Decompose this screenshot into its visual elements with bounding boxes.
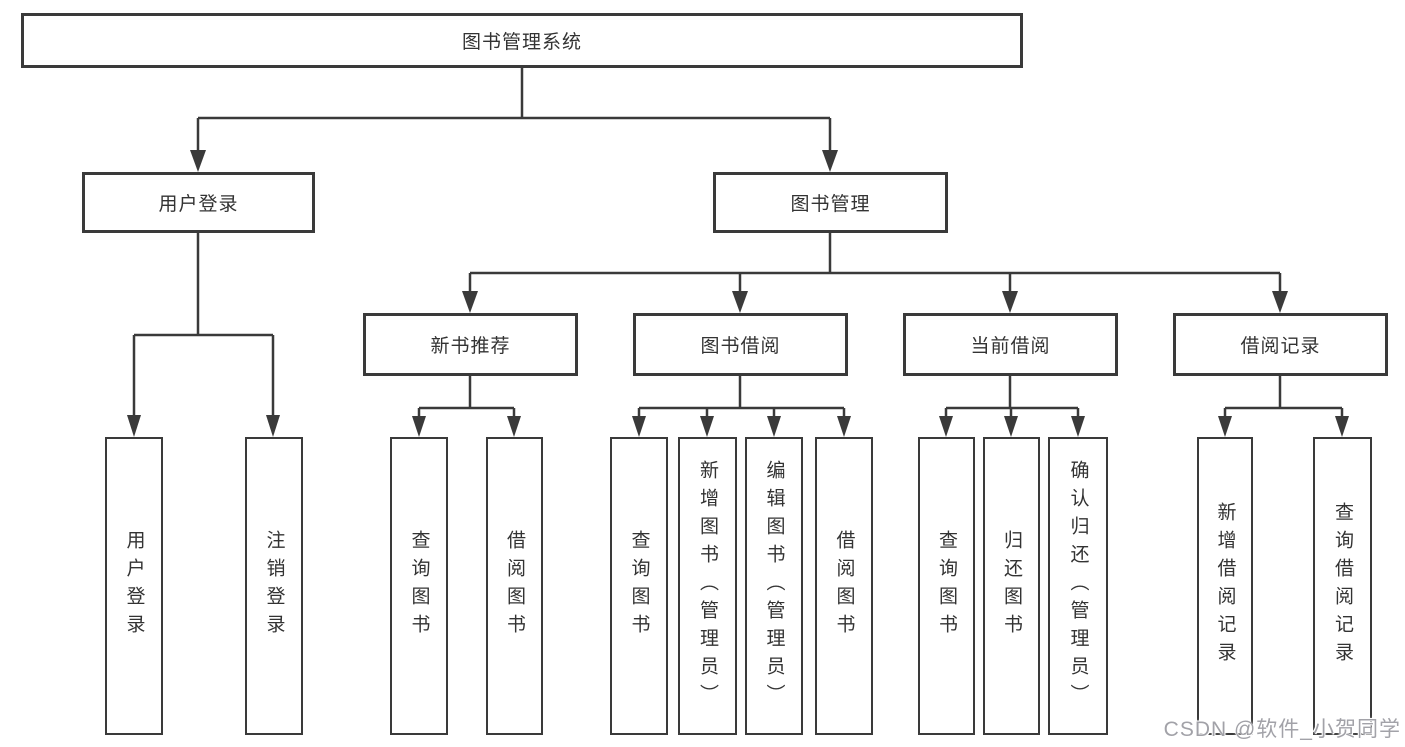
leaf-cur-query-books: 查询图书 — [918, 437, 975, 735]
leaf-rec-query-record-label: 查询借阅记录 — [1332, 502, 1353, 670]
leaf-logout-label: 注销登录 — [263, 530, 285, 642]
leaf-bw-add-books-admin-label: 新增图书（管理员） — [697, 460, 718, 712]
leaf-bw-edit-books-admin-label: 编辑图书（管理员） — [763, 460, 785, 712]
connector-borrow — [637, 376, 846, 419]
leaf-cur-confirm-return-admin: 确认归还（管理员） — [1048, 437, 1108, 735]
csdn-watermark: CSDN @软件_小贺同学 — [1163, 718, 1401, 741]
connector-current — [944, 376, 1080, 419]
node-borrowing-records-label: 借阅记录 — [1240, 336, 1321, 357]
node-root: 图书管理系统 — [21, 13, 1023, 68]
leaf-bw-query-books: 查询图书 — [610, 437, 668, 735]
leaf-bw-borrow-books: 借阅图书 — [815, 437, 873, 735]
leaf-bw-query-books-label: 查询图书 — [628, 530, 650, 642]
node-root-label: 图书管理系统 — [461, 32, 582, 53]
leaf-nb-borrow-books-label: 借阅图书 — [504, 530, 525, 642]
connector-new-book — [417, 376, 516, 419]
node-borrowing-records: 借阅记录 — [1173, 313, 1388, 376]
node-user-login: 用户登录 — [82, 172, 315, 233]
node-book-borrowing: 图书借阅 — [633, 313, 848, 376]
leaf-nb-query-books: 查询图书 — [390, 437, 448, 735]
leaf-cur-confirm-return-admin-label: 确认归还（管理员） — [1067, 460, 1089, 712]
node-book-management-label: 图书管理 — [790, 194, 871, 215]
leaf-nb-query-books-label: 查询图书 — [408, 530, 430, 642]
leaf-cur-query-books-label: 查询图书 — [936, 530, 957, 642]
connector-root — [196, 68, 832, 153]
leaf-bw-edit-books-admin: 编辑图书（管理员） — [745, 437, 803, 735]
connector-user-login — [132, 233, 275, 418]
leaf-user-login: 用户登录 — [105, 437, 163, 735]
leaf-rec-add-record-label: 新增借阅记录 — [1214, 502, 1236, 670]
node-new-book-recommendation: 新书推荐 — [363, 313, 578, 376]
leaf-cur-return-books-label: 归还图书 — [1001, 530, 1022, 642]
node-user-login-label: 用户登录 — [158, 194, 239, 215]
node-current-borrowing-label: 当前借阅 — [970, 336, 1051, 357]
leaf-bw-add-books-admin: 新增图书（管理员） — [678, 437, 737, 735]
leaf-nb-borrow-books: 借阅图书 — [486, 437, 543, 735]
leaf-user-login-label: 用户登录 — [123, 530, 145, 642]
node-new-book-recommendation-label: 新书推荐 — [430, 336, 511, 357]
connector-book-mgmt — [468, 233, 1282, 293]
node-book-management: 图书管理 — [713, 172, 948, 233]
leaf-logout: 注销登录 — [245, 437, 303, 735]
leaf-cur-return-books: 归还图书 — [983, 437, 1040, 735]
leaf-rec-add-record: 新增借阅记录 — [1197, 437, 1253, 735]
arrowheads — [127, 150, 1349, 437]
node-book-borrowing-label: 图书借阅 — [700, 336, 781, 357]
connector-records — [1223, 376, 1344, 419]
leaf-rec-query-record: 查询借阅记录 — [1313, 437, 1372, 735]
node-current-borrowing: 当前借阅 — [903, 313, 1118, 376]
leaf-bw-borrow-books-label: 借阅图书 — [833, 530, 855, 642]
